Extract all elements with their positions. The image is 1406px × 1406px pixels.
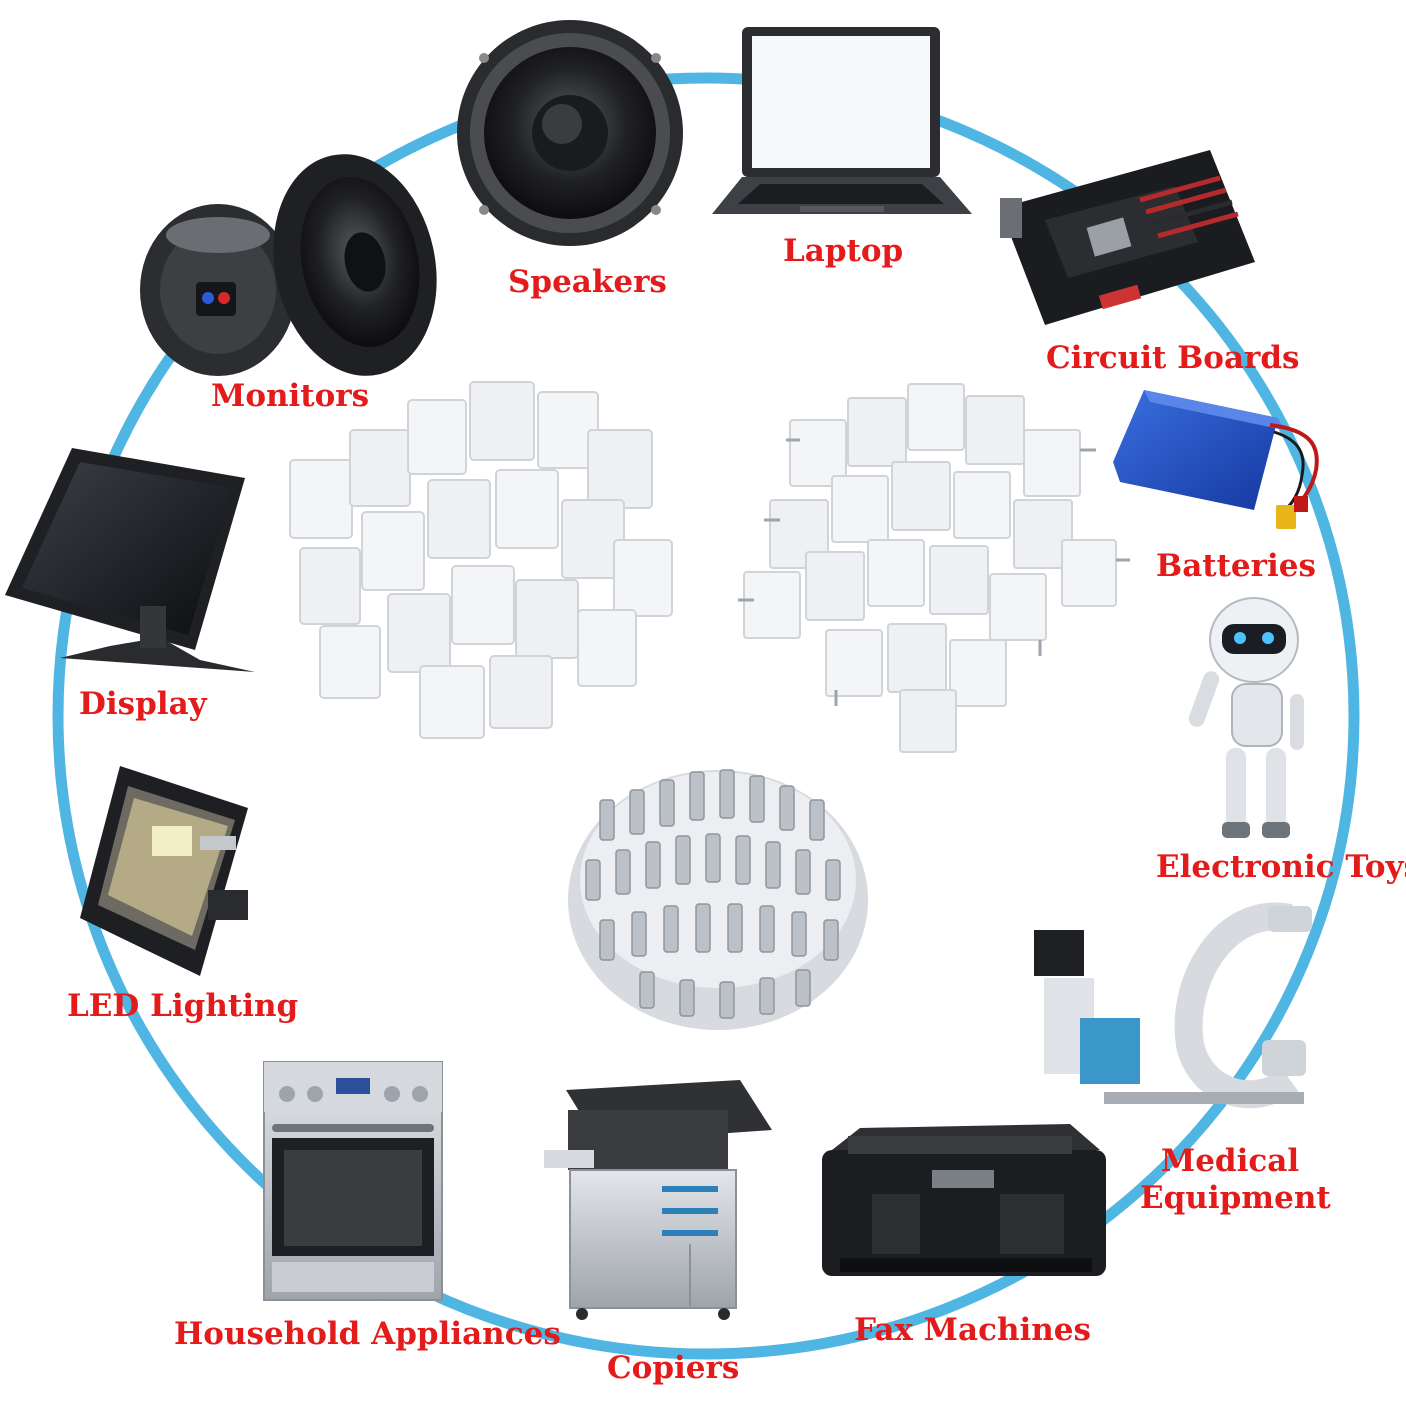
battery-icon [1113, 390, 1319, 529]
connector-housings-icon [289, 381, 673, 739]
led-floodlight-icon [80, 766, 248, 976]
label-led-lighting: LED Lighting [67, 988, 299, 1024]
label-display: Display [79, 686, 207, 722]
label-medical-equipment: Medical Equipment [1140, 1143, 1331, 1217]
label-circuit-boards: Circuit Boards [1046, 340, 1300, 376]
circuit-board-icon [1000, 150, 1255, 325]
copier-icon [544, 1080, 772, 1320]
label-speakers: Speakers [508, 264, 667, 300]
display-icon [5, 448, 255, 672]
label-medical-line2: Equipment [1140, 1180, 1331, 1217]
oven-icon [263, 1061, 443, 1301]
laptop-icon [712, 27, 972, 214]
medical-equipment-icon [1034, 902, 1312, 1109]
label-laptop: Laptop [783, 233, 904, 269]
robot-icon [1188, 597, 1304, 838]
monitor-speakers-icon [140, 154, 437, 376]
crimp-terminals-icon [568, 769, 868, 1030]
label-electronic-toys: Electronic Toys [1156, 849, 1406, 885]
pin-headers-icon [738, 383, 1130, 753]
label-copiers: Copiers [607, 1350, 740, 1386]
label-medical-line1: Medical [1160, 1143, 1300, 1179]
blue-ring [52, 72, 1360, 1360]
label-monitors: Monitors [211, 378, 370, 414]
fax-machine-icon [822, 1124, 1106, 1276]
label-batteries: Batteries [1156, 548, 1316, 584]
speaker-icon [457, 20, 683, 246]
label-household-appliances: Household Appliances [174, 1316, 561, 1352]
label-fax-machines: Fax Machines [854, 1312, 1091, 1348]
